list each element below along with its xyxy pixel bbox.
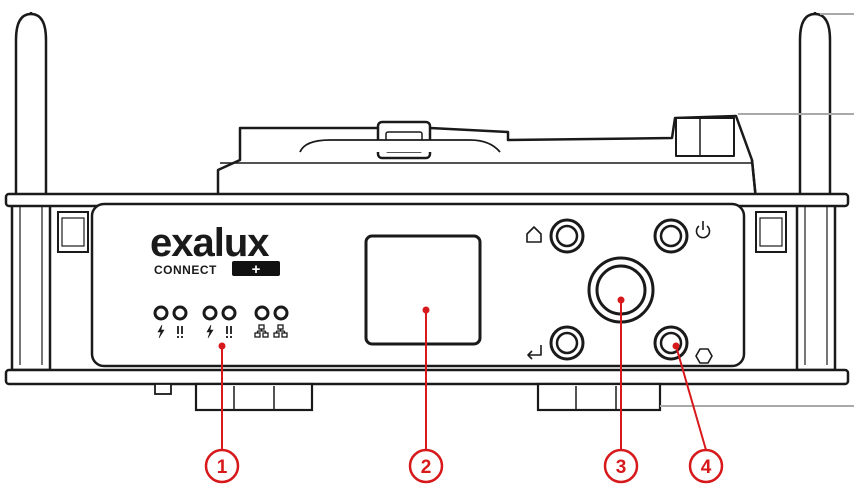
left-antenna	[10, 12, 52, 372]
network-icon	[254, 324, 269, 338]
callout-3: 3	[603, 448, 639, 484]
back-icon	[527, 345, 542, 360]
bolt-icon	[157, 324, 165, 339]
led-6	[273, 305, 289, 321]
sub-brand-badge	[232, 261, 280, 276]
display-screen	[364, 234, 482, 346]
power-icon	[695, 221, 711, 239]
settings-icon	[695, 348, 713, 364]
callout-1: 1	[204, 448, 240, 484]
bolt-icon	[206, 324, 214, 339]
back-button[interactable]	[549, 325, 585, 361]
status-led-symbols	[157, 324, 288, 339]
callout-dots	[218, 296, 680, 350]
brand-logo: exalux CONNECT +	[150, 221, 280, 278]
network-icon	[273, 324, 288, 338]
right-antenna	[795, 12, 837, 372]
status-leds	[153, 305, 289, 321]
led-5	[254, 305, 270, 321]
callout-4-label: 4	[701, 457, 712, 478]
callout-lines	[221, 300, 707, 451]
settings-button[interactable]	[653, 325, 689, 361]
callout-2: 2	[408, 448, 444, 484]
button-icons	[526, 221, 713, 364]
led-3	[202, 305, 218, 321]
brand-logo-text: exalux	[150, 221, 269, 265]
home-button[interactable]	[549, 218, 585, 254]
alert-icon	[226, 326, 232, 338]
top-housing	[216, 114, 758, 202]
callout-2-label: 2	[421, 457, 432, 478]
alert-icon	[177, 326, 183, 338]
side-brackets	[57, 211, 787, 253]
sub-brand-text: CONNECT	[154, 263, 217, 277]
callout-4: 4	[688, 448, 724, 484]
callout-1-label: 1	[217, 457, 228, 478]
callout-3-label: 3	[616, 457, 627, 478]
home-icon	[526, 226, 542, 243]
power-button[interactable]	[653, 218, 689, 254]
led-4	[221, 305, 237, 321]
led-2	[172, 305, 188, 321]
led-1	[153, 305, 169, 321]
plus-icon: +	[252, 261, 261, 278]
control-buttons	[549, 218, 689, 361]
